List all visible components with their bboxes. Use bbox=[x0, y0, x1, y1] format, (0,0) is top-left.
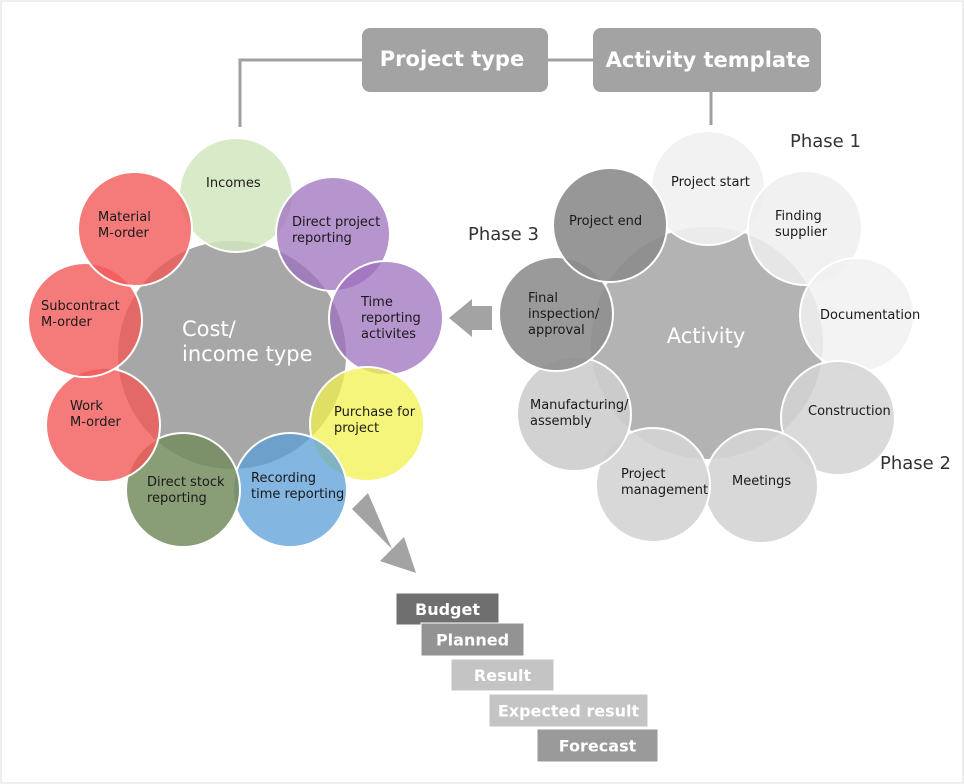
project-type-label: Project type bbox=[380, 47, 524, 71]
activity-wheel-center-label: Activity bbox=[667, 324, 746, 348]
activity-item-label: Final bbox=[528, 291, 558, 306]
activity-item-label: inspection/ bbox=[528, 307, 600, 322]
stack-box-rect bbox=[536, 728, 659, 763]
cost-item-label: Material bbox=[98, 210, 151, 225]
cost-item-label: M-order bbox=[98, 226, 149, 241]
cost-item-label: time reporting bbox=[251, 487, 344, 502]
cost-item-circle bbox=[77, 171, 193, 287]
activity-item-label: Project start bbox=[671, 175, 750, 190]
cost-item-label: reporting bbox=[361, 311, 421, 326]
activity-item-label: Project end bbox=[569, 214, 642, 229]
stack-box-result: Result bbox=[450, 658, 555, 692]
activity-template-box: Activity template bbox=[593, 28, 821, 92]
phase-3-label: Phase 3 bbox=[468, 224, 539, 245]
activity-item-label: Finding bbox=[775, 209, 822, 224]
cost-wheel-center-line-2: income type bbox=[182, 342, 313, 366]
arrow-down-right-icon bbox=[352, 493, 416, 573]
activity-item-circle bbox=[747, 170, 863, 286]
activity-item-label: Project bbox=[621, 467, 665, 482]
cost-item-label: Direct project bbox=[292, 215, 380, 230]
cost-item-label: M-order bbox=[41, 315, 92, 330]
phase-2-label: Phase 2 bbox=[880, 453, 951, 474]
cost-wheel-center-line-1: Cost/ bbox=[182, 317, 237, 341]
stack-box-rect bbox=[395, 592, 500, 626]
cost-item-label: reporting bbox=[292, 231, 352, 246]
activity-item-label: Documentation bbox=[820, 308, 920, 323]
stack-box-label: Result bbox=[474, 666, 532, 685]
stack-box-forecast: Forecast bbox=[536, 728, 659, 763]
stack-box-rect bbox=[488, 693, 649, 728]
stack-box-expected-result: Expected result bbox=[488, 693, 649, 728]
activity-item-label: approval bbox=[528, 323, 585, 338]
activity-item-label: Construction bbox=[808, 404, 891, 419]
stack-box-label: Planned bbox=[436, 631, 509, 650]
activity-item-label: management bbox=[621, 483, 708, 498]
stack-box-rect bbox=[450, 658, 555, 692]
cost-item-label: Time bbox=[360, 295, 393, 310]
stack-box-budget: Budget bbox=[395, 592, 500, 626]
cost-item-label: Work bbox=[70, 399, 103, 414]
cost-item-circle bbox=[27, 262, 143, 378]
activity-template-label: Activity template bbox=[606, 48, 811, 72]
stack-box-planned: Planned bbox=[420, 622, 525, 657]
cost-item-label: M-order bbox=[70, 415, 121, 430]
activity-item-label: supplier bbox=[775, 225, 828, 240]
cost-item-label: Recording bbox=[251, 471, 316, 486]
cost-item-label: Subcontract bbox=[41, 299, 120, 314]
cost-wheel-center-circle bbox=[118, 241, 346, 469]
activity-item-circle bbox=[552, 167, 668, 283]
activity-item-label: assembly bbox=[530, 414, 592, 429]
activity-item-construction: Construction bbox=[780, 360, 896, 476]
activity-item-meetings: Meetings bbox=[703, 428, 819, 544]
activity-wheel-center-circle bbox=[591, 227, 823, 459]
cost-item-label: Purchase for bbox=[334, 405, 416, 420]
cost-item-label: Direct stock bbox=[147, 475, 225, 490]
activity-item-project-end: Project end bbox=[552, 167, 668, 283]
activity-wheel: Project startFindingsupplierDocumentatio… bbox=[498, 130, 920, 544]
activity-item-circle bbox=[498, 256, 614, 372]
cost-item-circle bbox=[309, 366, 425, 482]
activity-item-manufacturing-assembly: Manufacturing/assembly bbox=[516, 356, 632, 472]
stack-box-label: Forecast bbox=[559, 737, 637, 756]
activity-item-circle bbox=[595, 427, 711, 543]
cost-item-label: Incomes bbox=[206, 176, 261, 191]
stack-box-label: Expected result bbox=[498, 702, 640, 721]
cost-item-circle bbox=[275, 176, 391, 292]
activity-item-documentation: Documentation bbox=[799, 257, 920, 373]
arrow-left-icon bbox=[449, 299, 492, 337]
cost-item-label: project bbox=[334, 421, 379, 436]
connector-cost-to-project-type bbox=[238, 58, 363, 127]
stack-box-label: Budget bbox=[415, 600, 480, 619]
cost-item-label: activites bbox=[361, 327, 416, 342]
cost-item-circle bbox=[125, 432, 241, 548]
project-type-box: Project type bbox=[362, 28, 548, 92]
cost-item-label: reporting bbox=[147, 491, 207, 506]
phase-1-label: Phase 1 bbox=[790, 131, 861, 152]
stack-box-rect bbox=[420, 622, 525, 657]
activity-item-label: Manufacturing/ bbox=[530, 398, 629, 413]
activity-item-circle bbox=[780, 360, 896, 476]
activity-item-label: Meetings bbox=[732, 474, 791, 489]
